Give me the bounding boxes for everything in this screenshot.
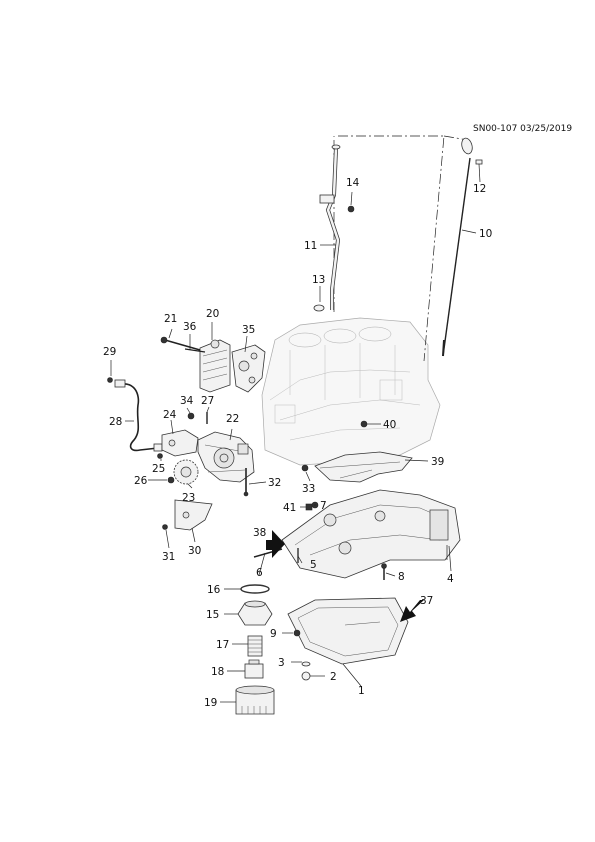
callout-12: 12 <box>473 183 486 195</box>
bolt-36 <box>184 348 206 353</box>
oil-cooler-20 <box>199 339 231 393</box>
gasket-3 <box>301 661 311 667</box>
spring-17 <box>247 635 263 657</box>
filter-housing-15 <box>237 600 273 626</box>
callout-30: 30 <box>188 545 201 557</box>
chain-guard-30 <box>174 499 213 531</box>
bolt-21 <box>160 336 201 351</box>
dipstick <box>442 137 473 357</box>
oil-pump-22 <box>197 431 255 483</box>
callout-21: 21 <box>164 313 177 325</box>
bolt-26 <box>167 476 175 484</box>
callout-27: 27 <box>201 395 214 407</box>
callout-4: 4 <box>447 573 454 585</box>
callout-13: 13 <box>312 274 325 286</box>
callout-31: 31 <box>162 551 175 563</box>
o-ring-16 <box>240 584 270 594</box>
callout-36: 36 <box>183 321 197 333</box>
engine-block <box>261 317 441 466</box>
callout-39: 39 <box>431 456 444 468</box>
callout-8: 8 <box>398 571 405 583</box>
bolt-32 <box>243 468 249 497</box>
callout-11: 11 <box>304 240 317 252</box>
callout-15: 15 <box>206 609 219 621</box>
callout-22: 22 <box>226 413 239 425</box>
bolt-9 <box>293 629 301 637</box>
bolt-33 <box>301 464 309 472</box>
callout-9: 9 <box>270 628 277 640</box>
callout-28: 28 <box>109 416 122 428</box>
pump-sprocket-23 <box>173 459 199 485</box>
lower-oil-pan-1 <box>287 597 409 665</box>
callout-1: 1 <box>358 685 365 697</box>
callout-20: 20 <box>206 308 219 320</box>
callout-41: 41 <box>283 502 296 514</box>
bolt-31 <box>162 524 168 530</box>
gasket-35 <box>231 344 266 393</box>
bolt-40 <box>360 420 368 428</box>
callout-5: 5 <box>310 559 317 571</box>
valve-18 <box>244 659 264 679</box>
callout-25: 25 <box>152 463 165 475</box>
callout-38: 38 <box>253 527 266 539</box>
callout-19: 19 <box>204 697 217 709</box>
callout-37: 37 <box>420 595 433 607</box>
bolt-34 <box>187 412 195 420</box>
bolt-25 <box>157 453 163 459</box>
callout-16: 16 <box>207 584 221 596</box>
callout-26: 26 <box>134 475 148 487</box>
callout-23: 23 <box>182 492 195 504</box>
callout-40: 40 <box>383 419 396 431</box>
bolt-29 <box>107 377 113 383</box>
callout-18: 18 <box>211 666 224 678</box>
diagram-code: SN00-107 03/25/2019 <box>473 124 572 134</box>
direction-arrow-38 <box>266 530 285 558</box>
callout-34: 34 <box>180 395 194 407</box>
callout-33: 33 <box>302 483 315 495</box>
o-ring-13 <box>313 304 325 312</box>
bolt-14 <box>347 205 355 213</box>
callout-2: 2 <box>330 671 337 683</box>
callout-17: 17 <box>216 639 229 651</box>
drain-plug-2 <box>301 671 311 681</box>
callout-10: 10 <box>479 228 492 240</box>
bolt-8 <box>381 563 387 580</box>
dipstick-tube <box>319 144 341 310</box>
callout-14: 14 <box>346 177 360 189</box>
clip-12 <box>475 159 483 165</box>
upper-oil-pan-4 <box>281 489 461 579</box>
pickup-tube-24 <box>161 429 199 457</box>
callout-6: 6 <box>256 567 263 579</box>
callout-3: 3 <box>278 657 285 669</box>
callout-24: 24 <box>163 409 177 421</box>
oil-baffle-39 <box>314 451 413 483</box>
callout-29: 29 <box>103 346 116 358</box>
callout-32: 32 <box>268 477 281 489</box>
direction-arrow-37 <box>400 600 424 622</box>
leader-lines <box>110 163 481 703</box>
oil-filter-19 <box>235 685 275 715</box>
callout-35: 35 <box>242 324 255 336</box>
plug-41 <box>305 503 313 511</box>
callout-labels: 1 2 3 4 5 6 7 8 9 10 11 12 13 14 15 16 1… <box>103 177 492 709</box>
callout-7: 7 <box>320 500 327 512</box>
